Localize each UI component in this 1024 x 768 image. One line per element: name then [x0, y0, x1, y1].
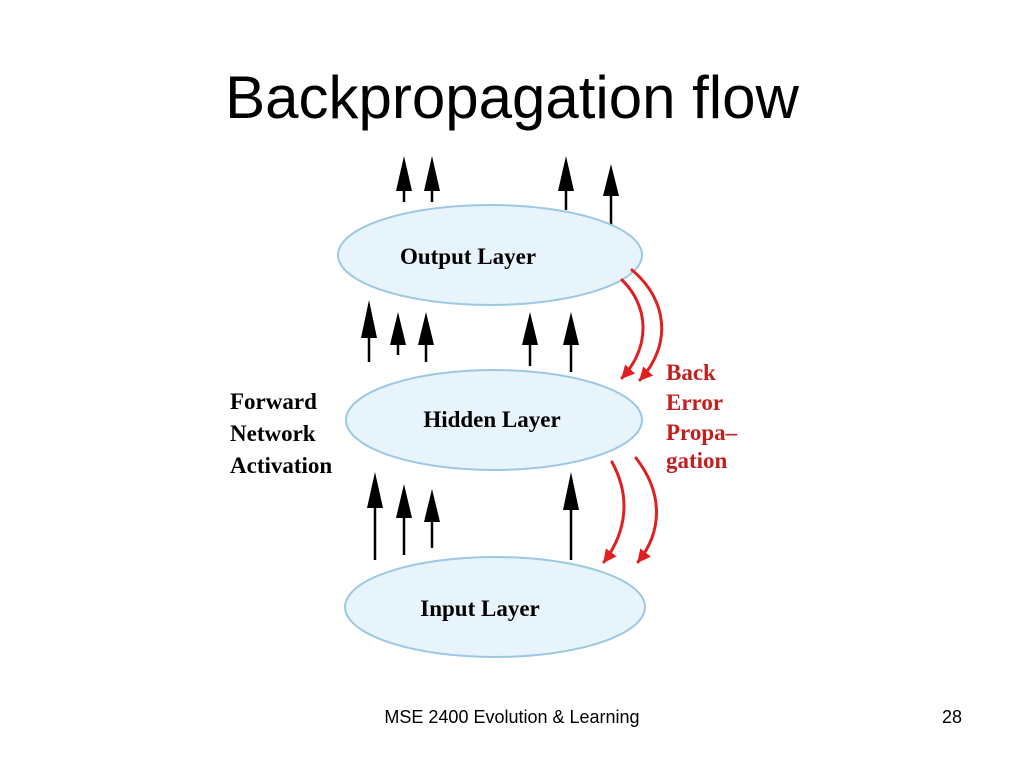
forward-arrow [418, 312, 434, 362]
footer-page-number: 28 [941, 707, 962, 727]
forward-arrow [361, 300, 377, 362]
input-layer-node [344, 556, 646, 658]
forward-label-line-1: Forward [230, 389, 317, 414]
forward-arrow [396, 156, 412, 202]
forward-arrow [563, 472, 579, 560]
footer-course-name: MSE 2400 Evolution & Learning [384, 707, 640, 727]
forward-arrow [603, 164, 619, 228]
forward-arrow [367, 472, 383, 560]
hidden-to-output-arrows [361, 300, 579, 372]
forward-label-line-3: Activation [230, 453, 332, 478]
back-arrow [634, 456, 658, 564]
forward-arrow [424, 489, 440, 548]
output-forward-arrows [396, 156, 619, 228]
output-layer-node [337, 204, 643, 306]
back-label-line-4: gation [666, 448, 728, 473]
input-layer-label: Input Layer [420, 596, 540, 621]
hidden-layer-label: Hidden Layer [423, 407, 560, 432]
slide-title: Backpropagation flow [225, 64, 799, 131]
forward-activation-label: Forward Network Activation [230, 389, 332, 478]
forward-arrow [390, 312, 406, 355]
back-label-line-1: Back [666, 360, 716, 385]
back-arrow [630, 268, 664, 382]
output-layer-label: Output Layer [400, 244, 536, 269]
back-label-line-3: Propa– [666, 420, 738, 445]
forward-arrow [522, 312, 538, 366]
back-arrow [620, 278, 645, 380]
forward-label-line-2: Network [230, 421, 316, 446]
back-propagation-arrows [602, 268, 664, 564]
back-arrow [602, 460, 626, 564]
forward-arrow [424, 156, 440, 202]
input-to-hidden-arrows [367, 472, 579, 560]
forward-arrow [558, 156, 574, 210]
forward-arrow [396, 484, 412, 555]
back-label-line-2: Error [666, 390, 723, 415]
back-error-propagation-label: Back Error Propa– gation [666, 360, 738, 473]
hidden-layer-node [345, 369, 643, 471]
forward-arrow [563, 312, 579, 372]
